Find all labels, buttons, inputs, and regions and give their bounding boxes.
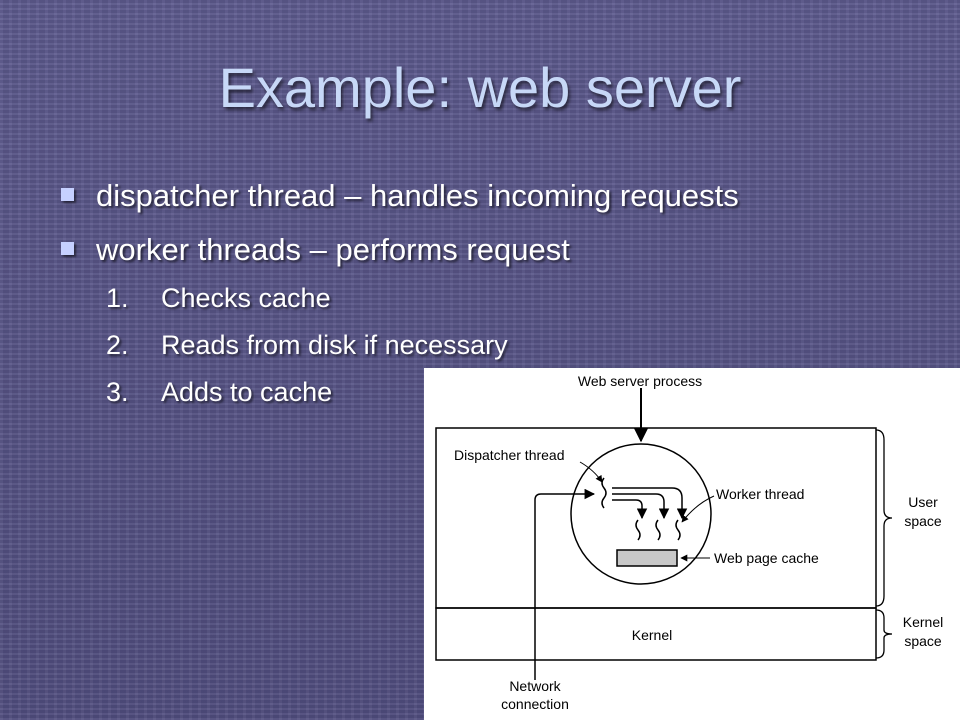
bullet-list: dispatcher thread – handles incoming req… [58,178,739,286]
item-number: 1. [106,283,129,313]
process-circle [570,443,712,585]
worker-thread-squiggle [655,519,661,541]
kernel-space-label: space [904,633,942,649]
web-page-cache-label: Web page cache [714,550,819,566]
diagram-svg: Web server process Dispatcher thread Wor… [435,373,943,712]
worker-thread-squiggle [635,519,641,541]
user-space-label: User [908,494,938,510]
square-bullet-icon [61,242,74,255]
item-text: Reads from disk if necessary [161,330,508,360]
bullet-item: dispatcher thread – handles incoming req… [58,178,739,232]
user-space-label: space [904,513,942,529]
numbered-item: 2. Reads from disk if necessary [106,330,508,377]
numbered-list: 1. Checks cache 2. Reads from disk if nece… [106,283,508,424]
square-bullet-icon [61,188,74,201]
kernel-label: Kernel [632,627,672,643]
bullet-text: worker threads – performs request [96,232,570,267]
dispatch-arrow [612,493,670,520]
worker-pointer [681,495,715,523]
worker-thread-label: Worker thread [716,486,804,502]
item-text: Adds to cache [161,377,333,407]
slide-title: Example: web server [218,56,742,119]
network-connection-label: connection [501,696,569,712]
dispatcher-thread-label: Dispatcher thread [454,447,565,463]
worker-thread-squiggle [675,519,681,541]
dispatch-arrow [612,487,688,520]
numbered-item: 3. Adds to cache [106,377,508,424]
web-server-diagram: Web server process Dispatcher thread Wor… [424,368,960,720]
kernel-space-brace [875,609,893,659]
item-number: 2. [106,330,129,360]
cache-box [616,549,678,567]
bullet-item: worker threads – performs request [58,232,739,286]
user-space-brace [875,429,893,607]
network-connection-label: Network [509,678,561,694]
numbered-item: 1. Checks cache [106,283,508,330]
network-connection-arrow [534,488,596,680]
web-server-process-label: Web server process [578,373,702,389]
kernel-space-label: Kernel [903,614,943,630]
dispatcher-pointer [579,461,603,483]
item-number: 3. [106,377,129,407]
dispatcher-thread-squiggle [601,477,607,509]
dispatch-arrow [612,499,648,520]
item-text: Checks cache [161,283,331,313]
bullet-text: dispatcher thread – handles incoming req… [96,178,739,213]
kernel-space-box [435,607,877,661]
